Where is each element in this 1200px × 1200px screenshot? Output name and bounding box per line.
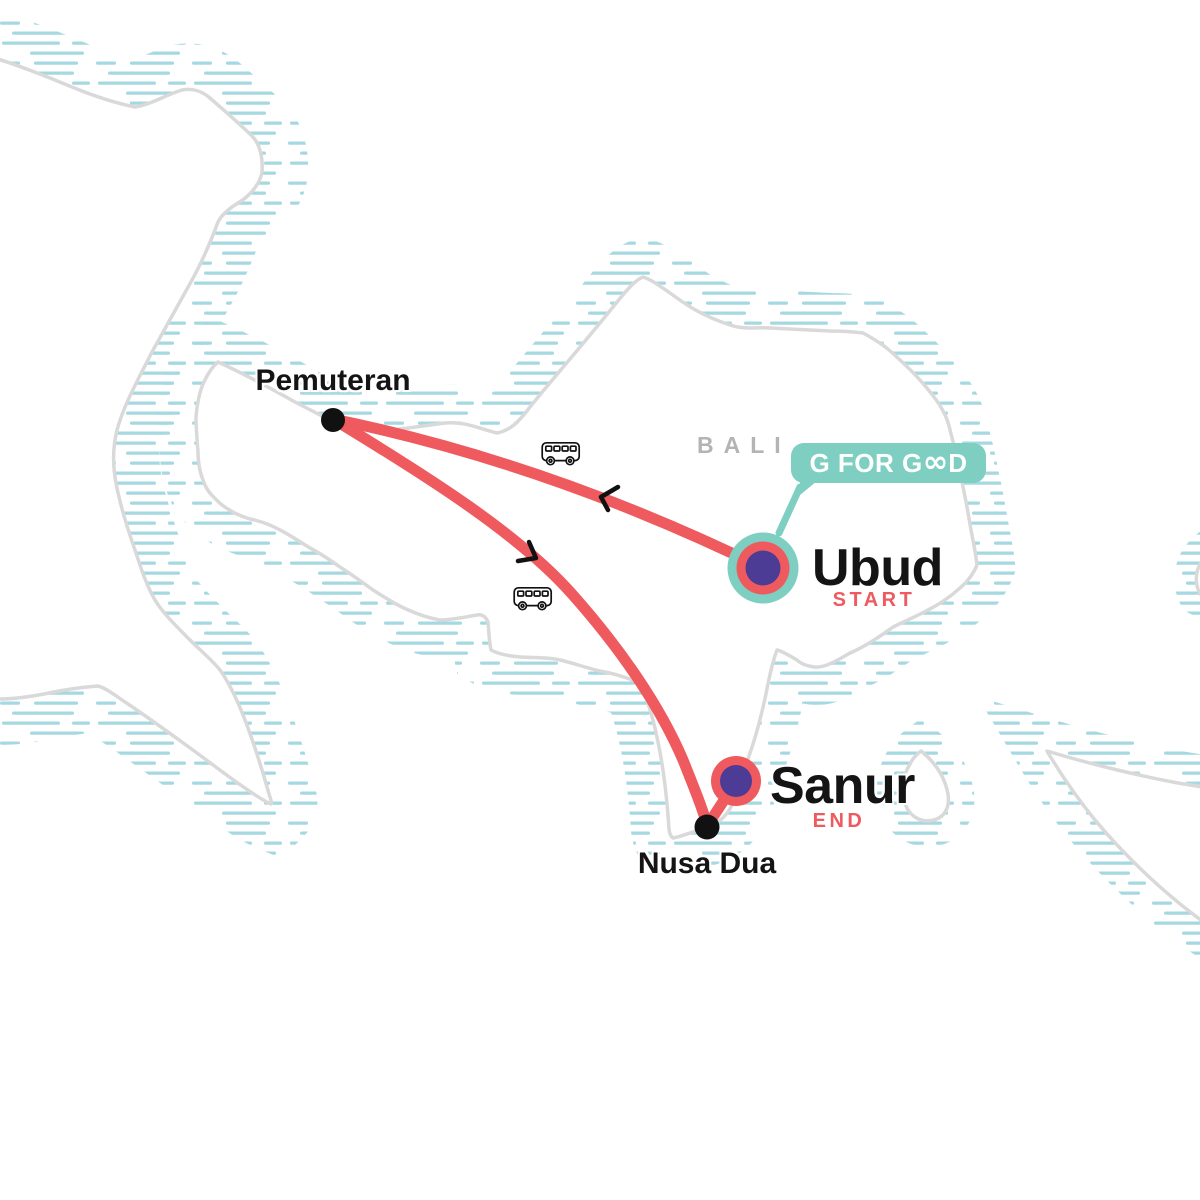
badge-tail [800,481,817,495]
stop-label-pemuteran: Pemuteran [255,364,411,397]
route-ubud-pemuteran [327,413,769,574]
stop-label-ubud: Ubud [812,539,943,597]
region-label: BALI [697,432,791,458]
g-for-good-label: G FOR G∞D [809,444,968,480]
badge-connector-line [775,483,804,537]
direction-arrow-west [598,484,621,513]
marker-sanur-end[interactable] [711,756,761,806]
bus-icon [513,586,553,611]
start-tag: START [832,589,916,611]
bus-icon [541,441,581,466]
stop-label-nusa-dua: Nusa Dua [637,847,777,880]
marker-nusa-dua[interactable] [694,814,720,840]
g-for-good-badge[interactable]: G FOR G∞D [791,443,986,495]
stop-label-sanur: Sanur [770,757,915,815]
marker-ubud-start[interactable] [727,532,799,604]
direction-arrow-south [515,539,539,564]
end-tag: END [812,810,866,832]
marker-pemuteran[interactable] [321,408,345,432]
route-pemuteran-nusadua [327,413,713,831]
